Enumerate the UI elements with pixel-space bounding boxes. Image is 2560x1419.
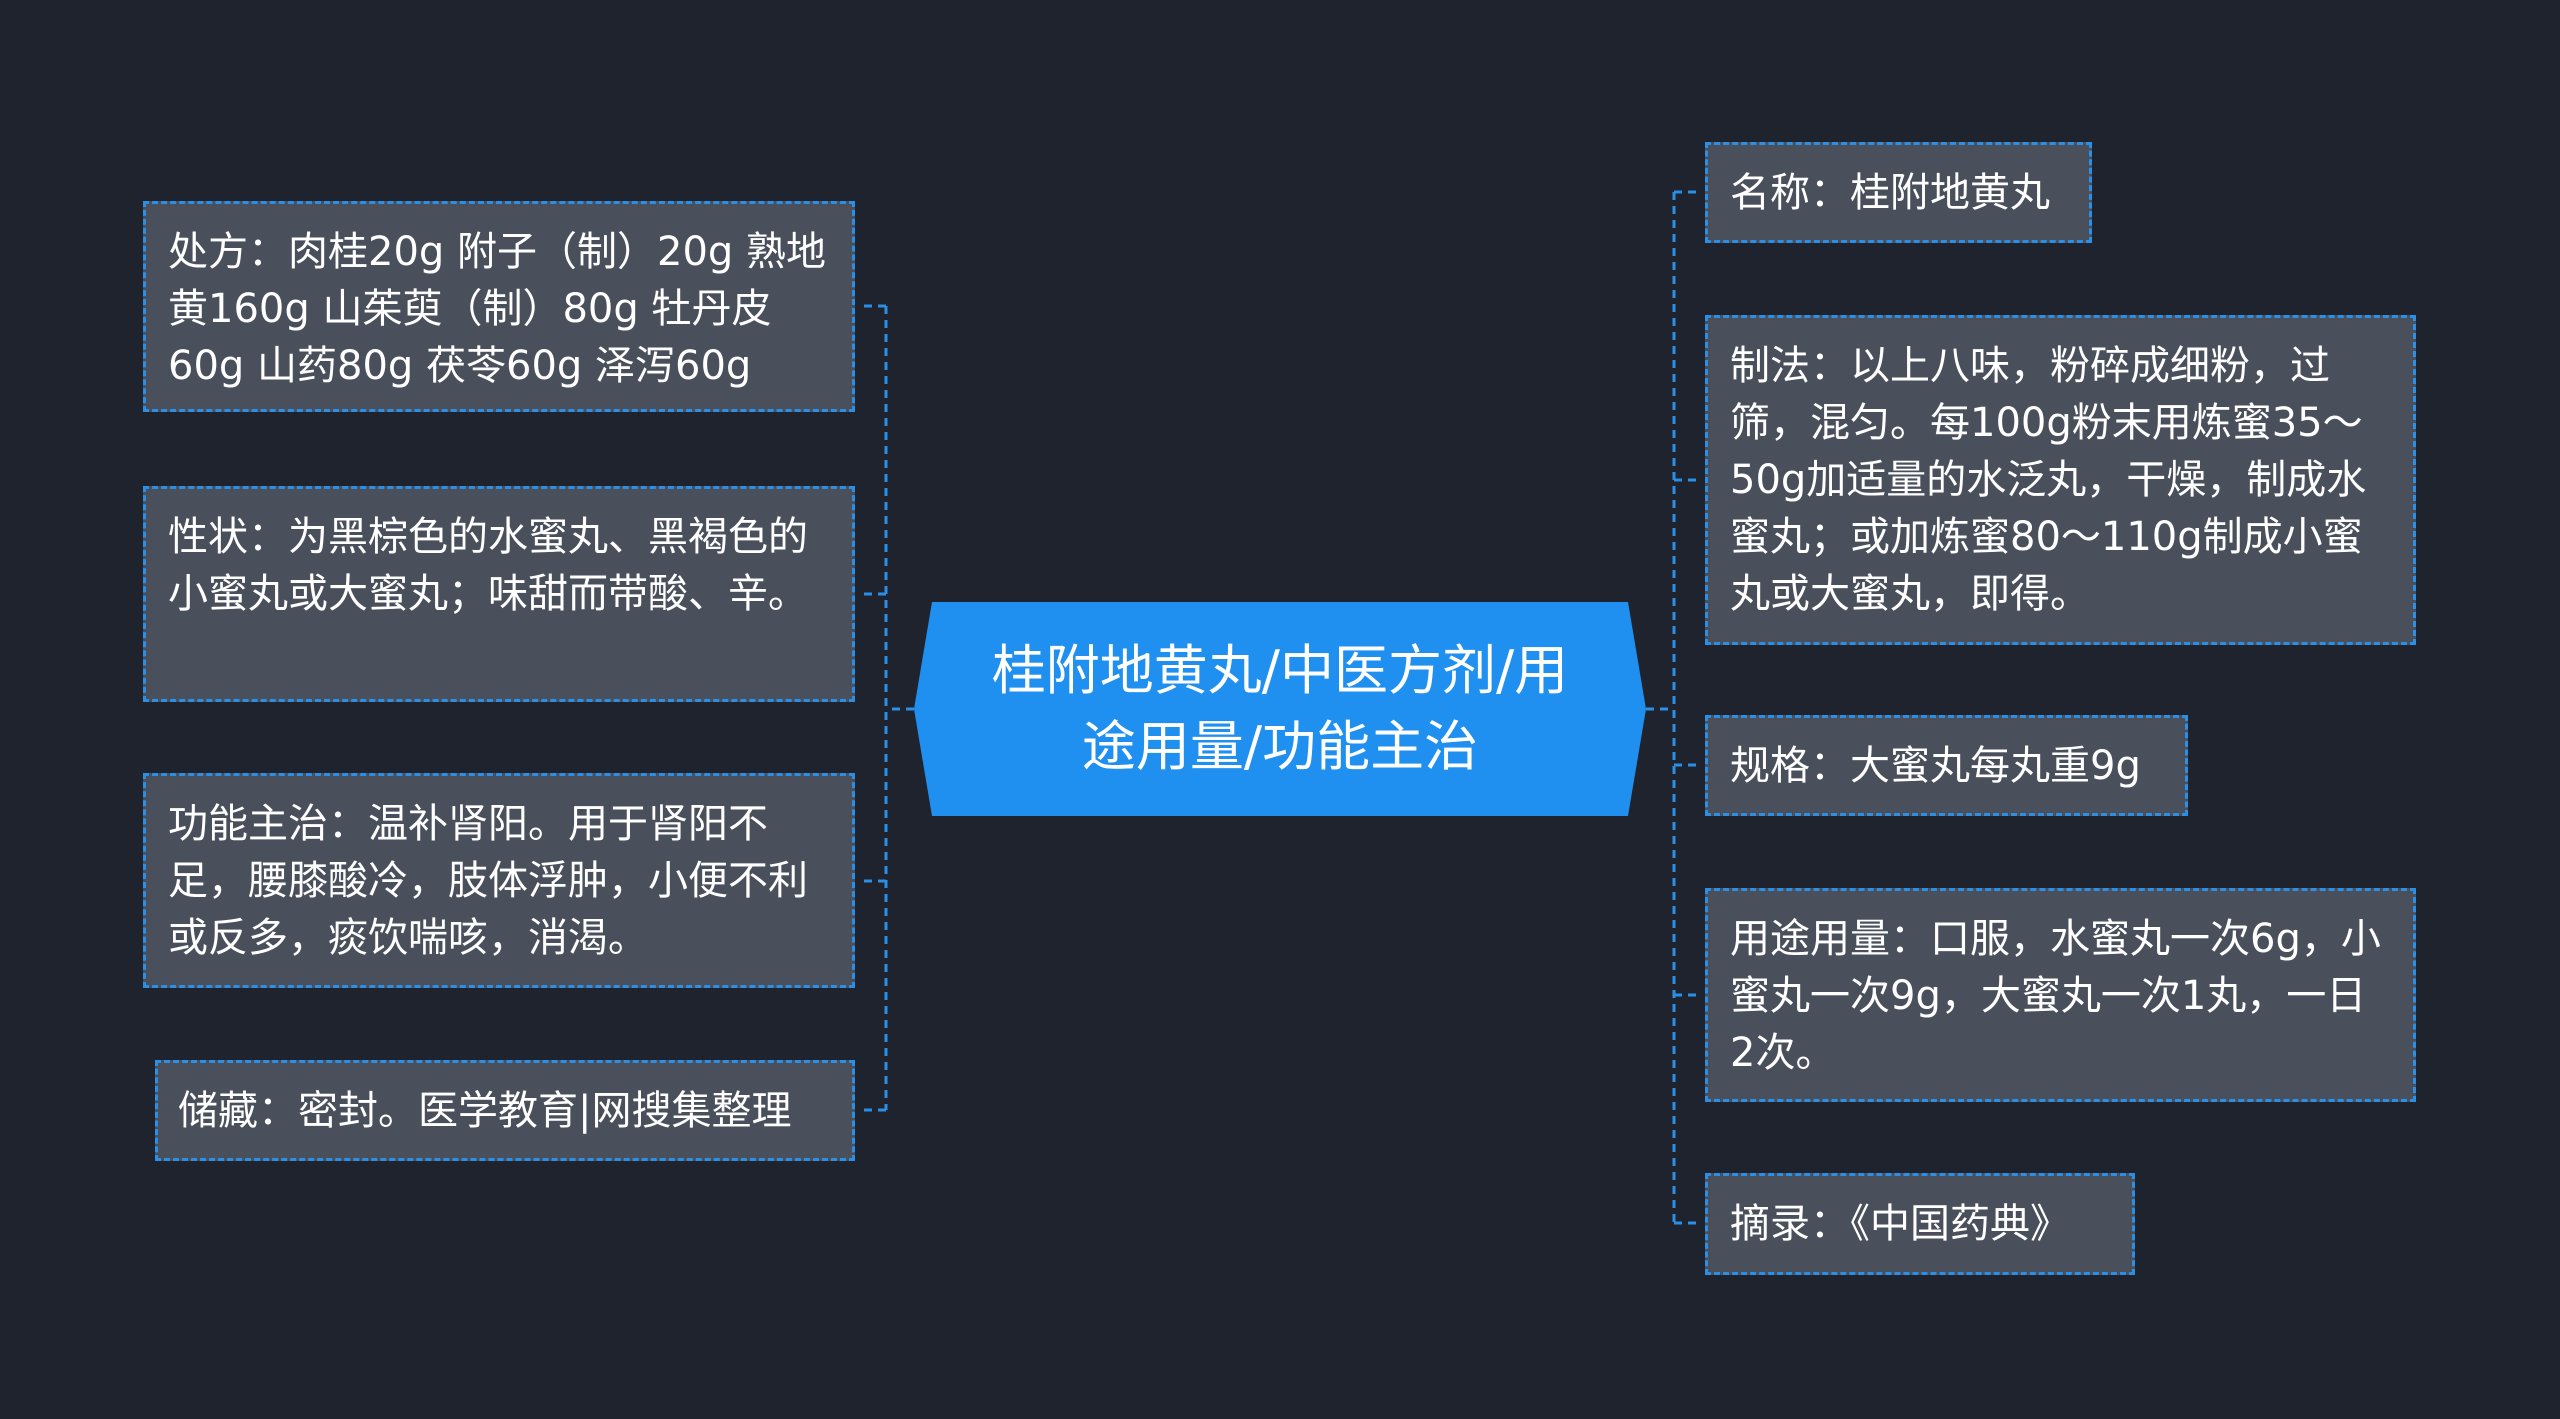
- node-source-text: 摘录：《中国药典》: [1730, 1201, 2070, 1247]
- node-name-text: 名称：桂附地黄丸: [1730, 170, 2050, 216]
- central-topic[interactable]: 桂附地黄丸/中医方剂/用途用量/功能主治: [914, 602, 1646, 816]
- node-functions-text: 功能主治：温补肾阳。用于肾阳不足，腰膝酸冷，肢体浮肿，小便不利或反多，痰饮喘咳，…: [168, 801, 808, 961]
- node-storage-text: 储藏：密封。医学教育|网搜集整理: [178, 1088, 792, 1134]
- node-source[interactable]: 摘录：《中国药典》: [1705, 1173, 2135, 1275]
- node-specification[interactable]: 规格：大蜜丸每丸重9g: [1705, 715, 2188, 816]
- node-prescription-text: 处方：肉桂20g 附子（制）20g 熟地黄160g 山茱萸（制）80g 牡丹皮6…: [168, 229, 827, 389]
- node-name[interactable]: 名称：桂附地黄丸: [1705, 142, 2092, 243]
- node-properties[interactable]: 性状：为黑棕色的水蜜丸、黑褐色的小蜜丸或大蜜丸；味甜而带酸、辛。: [143, 486, 855, 702]
- node-dosage-text: 用途用量：口服，水蜜丸一次6g，小蜜丸一次9g，大蜜丸一次1丸，一日2次。: [1730, 916, 2381, 1076]
- node-preparation[interactable]: 制法：以上八味，粉碎成细粉，过筛，混匀。每100g粉末用炼蜜35～50g加适量的…: [1705, 315, 2416, 645]
- node-functions[interactable]: 功能主治：温补肾阳。用于肾阳不足，腰膝酸冷，肢体浮肿，小便不利或反多，痰饮喘咳，…: [143, 773, 855, 988]
- central-topic-label: 桂附地黄丸/中医方剂/用途用量/功能主治: [991, 639, 1569, 778]
- node-properties-text: 性状：为黑棕色的水蜜丸、黑褐色的小蜜丸或大蜜丸；味甜而带酸、辛。: [168, 514, 808, 617]
- node-prescription[interactable]: 处方：肉桂20g 附子（制）20g 熟地黄160g 山茱萸（制）80g 牡丹皮6…: [143, 201, 855, 412]
- node-preparation-text: 制法：以上八味，粉碎成细粉，过筛，混匀。每100g粉末用炼蜜35～50g加适量的…: [1730, 343, 2367, 617]
- node-storage[interactable]: 储藏：密封。医学教育|网搜集整理: [155, 1060, 855, 1161]
- node-specification-text: 规格：大蜜丸每丸重9g: [1730, 743, 2141, 789]
- node-dosage[interactable]: 用途用量：口服，水蜜丸一次6g，小蜜丸一次9g，大蜜丸一次1丸，一日2次。: [1705, 888, 2416, 1102]
